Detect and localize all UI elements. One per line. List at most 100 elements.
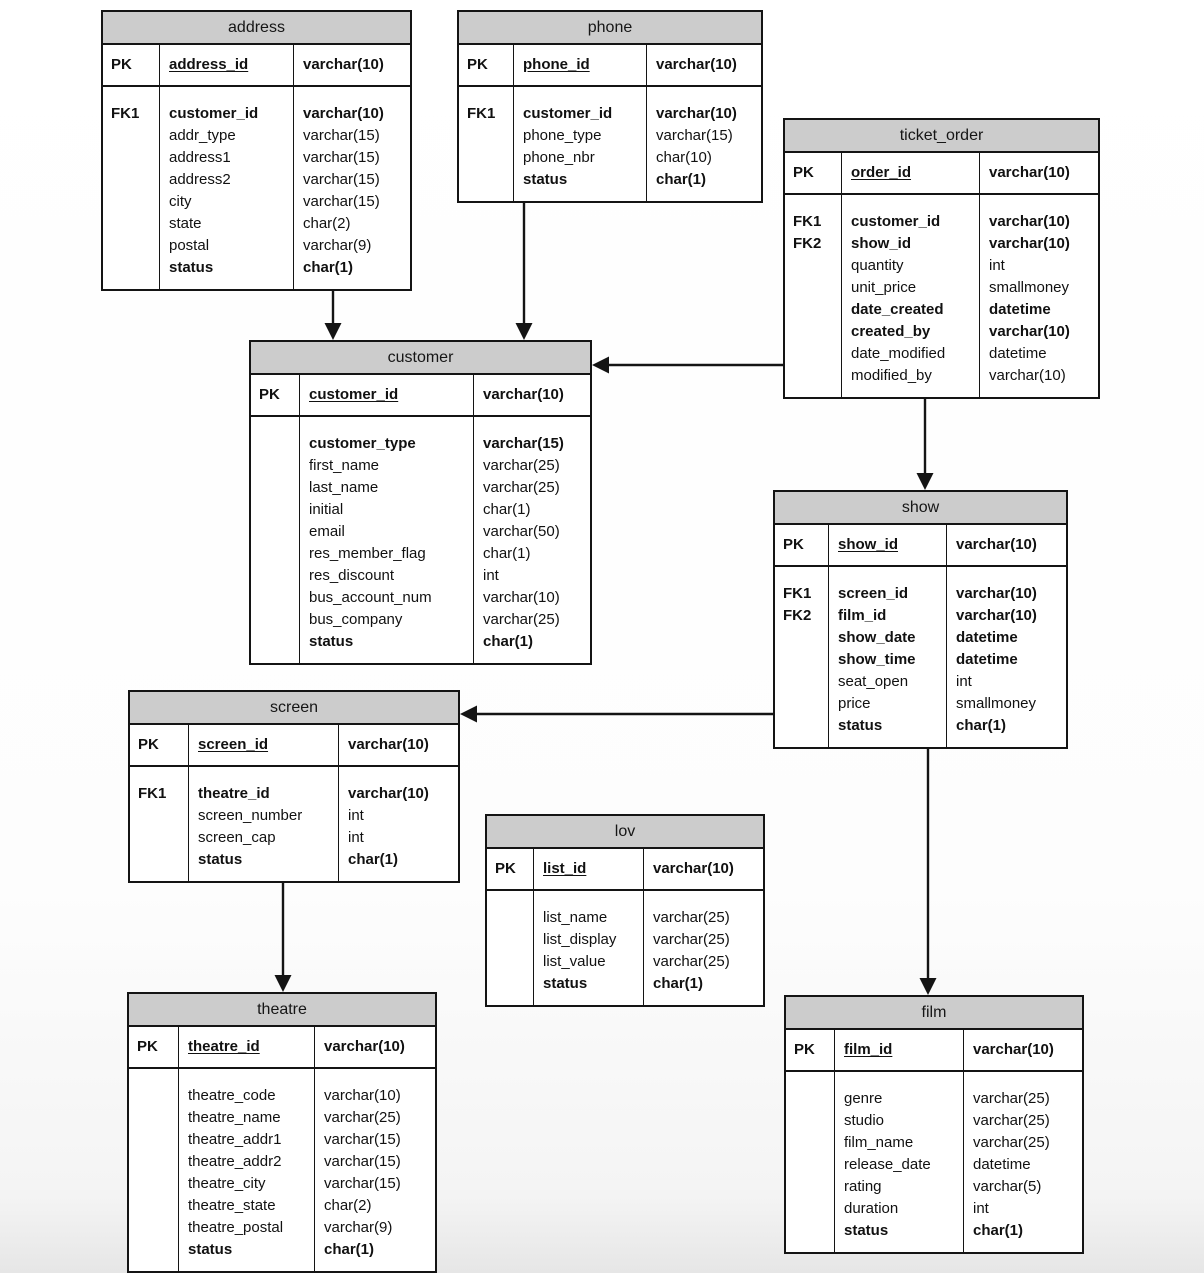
fk-label	[251, 543, 299, 565]
field-type: int	[989, 257, 1005, 274]
pk-field-name: customer_id	[309, 386, 399, 403]
field-type-column: varchar(10)varchar(25)varchar(15)varchar…	[315, 1069, 435, 1271]
field-name: seat_open	[838, 673, 909, 690]
field-type: varchar(10)	[989, 235, 1070, 252]
fk-label: FK2	[793, 235, 822, 252]
relationship-arrow-phone-to-customer	[515, 199, 533, 340]
field-type: varchar(5)	[973, 1178, 1042, 1195]
pk-key-cell: PK	[785, 153, 842, 193]
fk-label	[487, 929, 533, 951]
field-type: varchar(15)	[483, 435, 564, 452]
fk-label	[130, 827, 188, 849]
fk-label: FK1	[467, 105, 496, 122]
field-name: rating	[844, 1178, 882, 1195]
pk-key-cell: PK	[251, 375, 300, 415]
field-name: bus_company	[309, 611, 403, 628]
pk-label: PK	[783, 536, 804, 553]
field-type: varchar(10)	[989, 213, 1070, 230]
pk-type-cell: varchar(10)	[947, 525, 1066, 565]
fk-label	[785, 277, 841, 299]
field-type: char(1)	[956, 717, 1007, 734]
pk-row: PK show_id varchar(10)	[775, 525, 1066, 567]
field-type: varchar(25)	[324, 1109, 401, 1126]
field-type: varchar(10)	[483, 589, 560, 606]
fk-label	[103, 235, 159, 257]
fk-label: FK1	[793, 213, 822, 230]
field-type: char(1)	[483, 545, 531, 562]
field-name: show_time	[838, 651, 916, 668]
field-name: status	[523, 171, 568, 188]
field-name: status	[198, 851, 243, 868]
pk-field-name: show_id	[838, 536, 899, 553]
field-type: varchar(10)	[989, 323, 1070, 340]
field-type: char(1)	[483, 633, 534, 650]
field-name: customer_id	[169, 105, 259, 122]
relationship-arrow-screen-to-theatre	[274, 879, 292, 992]
field-name: date_created	[851, 301, 944, 318]
field-type: varchar(25)	[653, 953, 730, 970]
fk-label	[786, 1176, 834, 1198]
entity-table-film-title: film	[786, 997, 1082, 1030]
pk-type-cell: varchar(10)	[474, 375, 590, 415]
fk-label	[775, 693, 828, 715]
pk-field-cell: theatre_id	[179, 1027, 315, 1067]
fk-label	[251, 499, 299, 521]
field-type: varchar(25)	[483, 611, 560, 628]
fk-label	[487, 973, 533, 995]
fk-label	[251, 587, 299, 609]
fk-label	[786, 1154, 834, 1176]
fk-label: FK1	[138, 785, 167, 802]
field-name: status	[838, 717, 883, 734]
fk-label	[785, 255, 841, 277]
pk-type-cell: varchar(10)	[964, 1030, 1082, 1070]
field-name: screen_cap	[198, 829, 276, 846]
field-type: varchar(25)	[483, 479, 560, 496]
fk-label	[251, 609, 299, 631]
pk-field-name: phone_id	[523, 56, 590, 73]
fk-label-column	[487, 891, 534, 1005]
pk-type-cell: varchar(10)	[339, 725, 458, 765]
fk-label	[103, 169, 159, 191]
pk-label: PK	[467, 56, 488, 73]
field-name: city	[169, 193, 192, 210]
fk-label	[129, 1107, 178, 1129]
field-type: varchar(25)	[973, 1112, 1050, 1129]
field-type: char(2)	[303, 215, 351, 232]
fk-label	[775, 715, 828, 737]
fk-label	[251, 477, 299, 499]
field-name: postal	[169, 237, 210, 254]
fk-label	[251, 521, 299, 543]
field-type: varchar(15)	[656, 127, 733, 144]
pk-label: PK	[111, 56, 132, 73]
field-name: status	[309, 633, 354, 650]
fk-label-column: FK1	[103, 87, 160, 289]
entity-table-phone-title: phone	[459, 12, 761, 45]
pk-field-name: theatre_id	[188, 1038, 260, 1055]
fk-label	[786, 1110, 834, 1132]
pk-field-cell: show_id	[829, 525, 947, 565]
entity-table-lov-title: lov	[487, 816, 763, 849]
pk-label: PK	[794, 1041, 815, 1058]
fk-label	[459, 147, 513, 169]
fk-label	[786, 1088, 834, 1110]
field-name: film_id	[838, 607, 887, 624]
field-type: char(1)	[324, 1241, 375, 1258]
pk-label: PK	[259, 386, 280, 403]
fk-label	[785, 365, 841, 387]
pk-field-cell: list_id	[534, 849, 644, 889]
field-name: status	[188, 1241, 233, 1258]
